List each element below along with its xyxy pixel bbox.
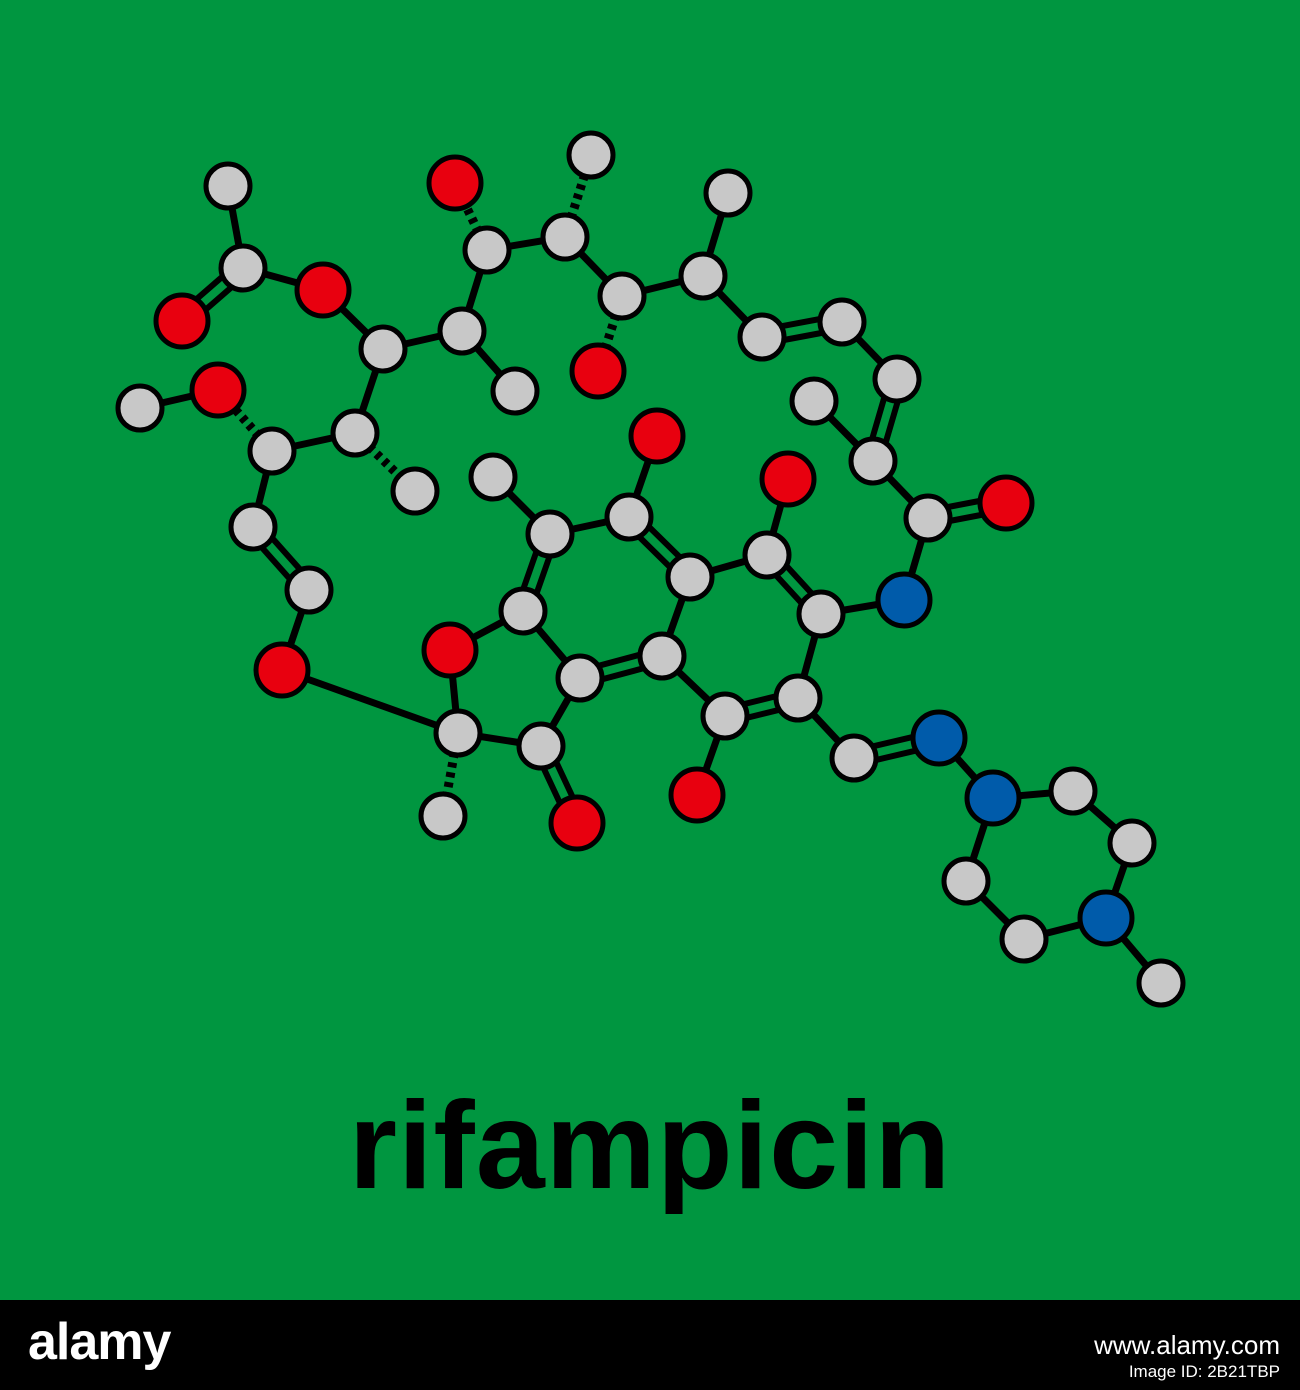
carbon-atom	[999, 914, 1049, 964]
carbon-atom	[330, 408, 380, 458]
diagram-canvas: rifampicin	[0, 0, 1300, 1300]
carbon-atom	[555, 653, 605, 703]
nitrogen-atom	[964, 769, 1022, 827]
carbon-atom	[637, 631, 687, 681]
single-bond	[278, 666, 462, 737]
carbon-atom	[789, 376, 839, 426]
nitrogen-atom	[1077, 889, 1135, 947]
carbon-atom	[737, 312, 787, 362]
carbon-atom	[1048, 766, 1098, 816]
carbon-atom	[437, 306, 487, 356]
carbon-atom	[566, 130, 616, 180]
carbon-atom	[1107, 818, 1157, 868]
carbon-atom	[228, 502, 278, 552]
oxygen-atom	[548, 794, 606, 852]
nitrogen-atom	[910, 709, 968, 767]
footer-logo: alamy	[28, 1313, 171, 1371]
carbon-atom	[678, 251, 728, 301]
carbon-atom	[700, 691, 750, 741]
carbon-atom	[525, 509, 575, 559]
carbon-atom	[829, 733, 879, 783]
carbon-atom	[115, 383, 165, 433]
carbon-atom	[773, 673, 823, 723]
oxygen-atom	[294, 261, 352, 319]
carbon-atom	[418, 791, 468, 841]
carbon-atom	[903, 493, 953, 543]
carbon-atom	[490, 366, 540, 416]
oxygen-atom	[421, 621, 479, 679]
oxygen-atom	[426, 154, 484, 212]
carbon-atom	[848, 436, 898, 486]
carbon-atom	[433, 708, 483, 758]
carbon-atom	[284, 565, 334, 615]
carbon-atom	[941, 856, 991, 906]
footer-image-id: Image ID: 2B21TBP	[1128, 1362, 1280, 1381]
carbon-atom	[1136, 958, 1186, 1008]
carbon-atom	[247, 426, 297, 476]
carbon-atom	[516, 721, 566, 771]
oxygen-atom	[569, 342, 627, 400]
oxygen-atom	[628, 407, 686, 465]
carbon-atom	[498, 586, 548, 636]
oxygen-atom	[668, 766, 726, 824]
carbon-atom	[203, 161, 253, 211]
molecule-name: rifampicin	[348, 1077, 952, 1215]
footer-bar: alamy www.alamy.com Image ID: 2B21TBP	[0, 1300, 1300, 1390]
oxygen-atom	[153, 292, 211, 350]
carbon-atom	[817, 297, 867, 347]
oxygen-atom	[759, 450, 817, 508]
carbon-atom	[796, 589, 846, 639]
molecule-diagram	[0, 0, 1300, 1300]
carbon-atom	[462, 225, 512, 275]
carbon-atom	[468, 452, 518, 502]
carbon-atom	[872, 354, 922, 404]
carbon-atom	[742, 530, 792, 580]
oxygen-atom	[977, 474, 1035, 532]
nitrogen-atom	[875, 571, 933, 629]
footer-url: www.alamy.com	[1094, 1330, 1280, 1360]
carbon-atom	[390, 466, 440, 516]
atom-group	[115, 130, 1186, 1008]
carbon-atom	[540, 212, 590, 262]
oxygen-atom	[189, 361, 247, 419]
carbon-atom	[218, 243, 268, 293]
carbon-atom	[358, 324, 408, 374]
carbon-atom	[597, 271, 647, 321]
oxygen-atom	[253, 641, 311, 699]
carbon-atom	[703, 168, 753, 218]
carbon-atom	[665, 552, 715, 602]
carbon-atom	[604, 492, 654, 542]
